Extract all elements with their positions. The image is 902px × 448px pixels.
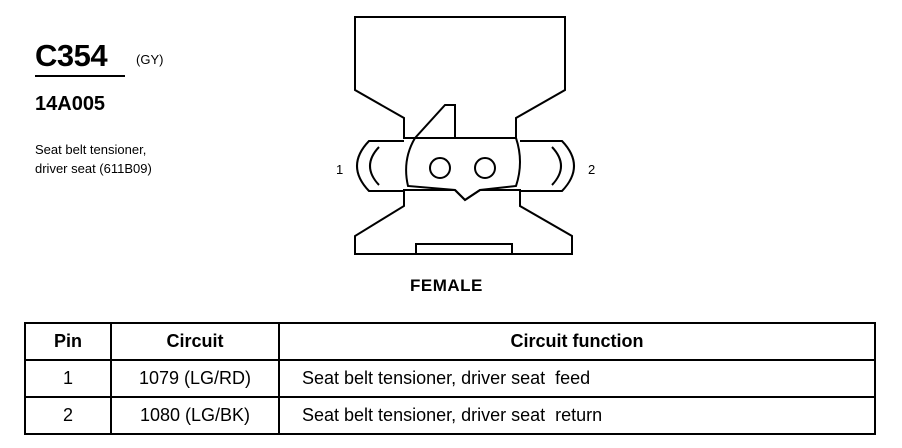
cell-circuit-function: Seat belt tensioner, driver seat feed (278, 359, 876, 398)
mating-face (405, 137, 521, 202)
latch-right-inner (551, 146, 562, 186)
table-header-row: Pin Circuit Circuit function (24, 322, 876, 361)
connector-description: Seat belt tensioner, driver seat (611B09… (35, 140, 152, 178)
keying-tab (415, 243, 513, 254)
header-circuit-function: Circuit function (278, 322, 876, 361)
cell-circuit: 1079 (LG/RD) (110, 359, 280, 398)
table-row: 1 1079 (LG/RD) Seat belt tensioner, driv… (24, 359, 876, 398)
header-pin: Pin (24, 322, 112, 361)
cell-circuit-function: Seat belt tensioner, driver seat return (278, 396, 876, 435)
header-circuit: Circuit (110, 322, 280, 361)
housing-upper (354, 16, 566, 139)
connector-face-drawing: 1 2 (336, 16, 595, 255)
part-number: 14A005 (35, 93, 106, 115)
pin-label-1: 1 (336, 162, 343, 177)
description-line-2: driver seat (611B09) (35, 161, 152, 176)
gender-label: FEMALE (410, 276, 483, 295)
connector-id: C354 (35, 38, 108, 73)
pin-cavity-2 (474, 157, 496, 179)
title-rule (35, 75, 125, 77)
cell-circuit: 1080 (LG/BK) (110, 396, 280, 435)
table-row: 2 1080 (LG/BK) Seat belt tensioner, driv… (24, 396, 876, 435)
cell-pin: 1 (24, 359, 112, 398)
latch-left (356, 140, 404, 192)
pinout-table: Pin Circuit Circuit function 1 1079 (LG/… (24, 322, 876, 435)
pin-label-2: 2 (588, 162, 595, 177)
latch-right (520, 140, 575, 192)
connector-color-code: (GY) (136, 52, 164, 67)
pin-cavity-1 (429, 157, 451, 179)
latch-left-inner (369, 146, 380, 186)
description-line-1: Seat belt tensioner, (35, 142, 147, 157)
cell-pin: 2 (24, 396, 112, 435)
